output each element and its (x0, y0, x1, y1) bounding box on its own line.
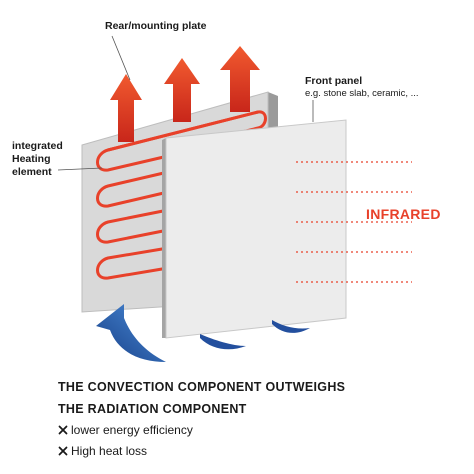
headline-line-1: THE CONVECTION COMPONENT OUTWEIGHS (58, 380, 346, 394)
front-panel (165, 119, 347, 339)
drawback-text: High heat loss (71, 444, 148, 458)
headline-line-2: THE RADIATION COMPONENT (58, 402, 247, 416)
heater-diagram (57, 35, 412, 362)
front-panel-example-label: e.g. stone slab, ceramic, ... (305, 88, 419, 99)
heating-element-coil-upper (106, 110, 267, 152)
drawback-item: lower energy efficiency (58, 423, 193, 437)
heat-arrow-1 (110, 74, 142, 142)
x-icon (58, 425, 68, 435)
drawback-item: High heat loss (58, 444, 147, 458)
heating-element-label: integrated Heating element (12, 140, 63, 178)
front-panel-label: Front panel (305, 75, 363, 87)
leader-rear-plate (111, 35, 131, 81)
drawback-text: lower energy efficiency (71, 423, 193, 437)
heat-arrow-2 (164, 58, 200, 122)
front-panel-edge (162, 138, 166, 338)
x-icon (58, 446, 68, 456)
heat-arrow-3 (220, 46, 260, 112)
infrared-label: INFRARED (366, 206, 441, 222)
heating-element-coil (96, 110, 260, 280)
cold-air-arrow-small-1 (200, 334, 246, 350)
cold-air-arrow-small-2 (272, 320, 310, 333)
cold-air-arrow-large (96, 304, 166, 362)
rear-plate-label: Rear/mounting plate (105, 20, 207, 32)
leader-heating (57, 167, 103, 171)
